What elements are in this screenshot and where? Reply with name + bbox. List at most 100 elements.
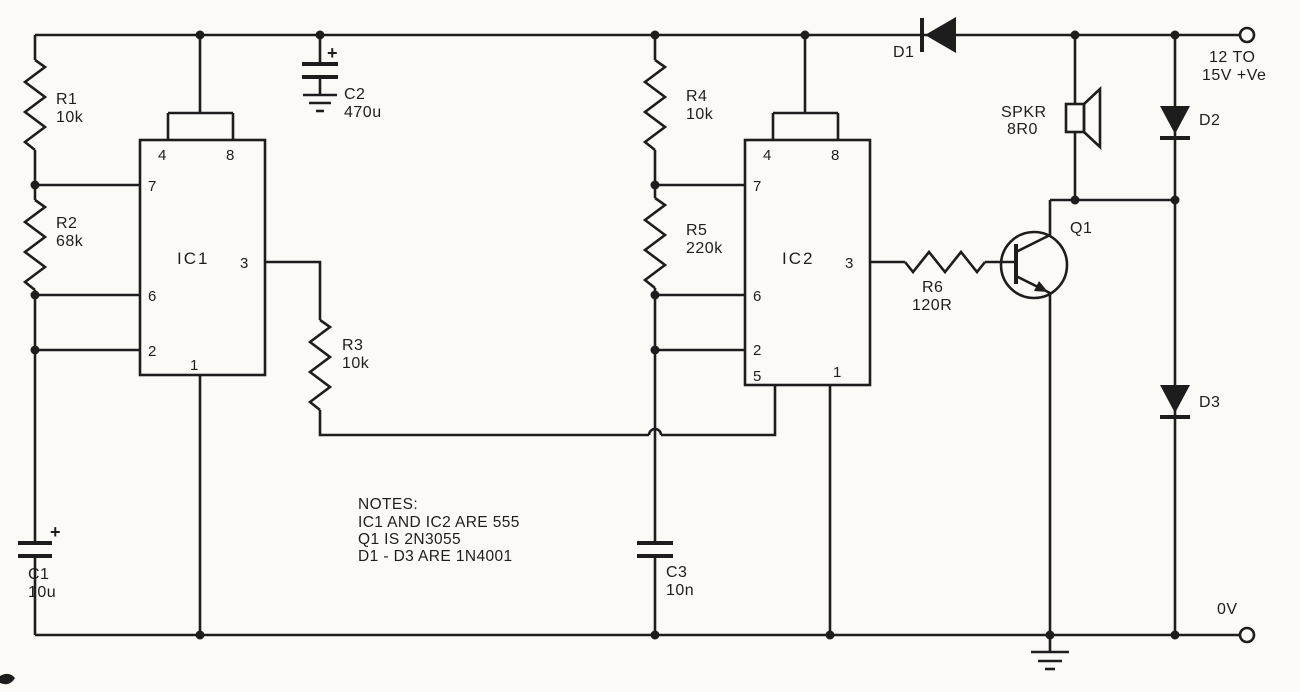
speaker-value-label: 8R0 [1007,121,1038,138]
junction-dot [650,630,660,640]
c1-polarity-mark: + [50,522,61,542]
d1-ref-label: D1 [893,44,914,61]
ic1-body [138,138,267,377]
left-branch: + C1 10u R1 10k R2 68k [18,35,84,635]
supply-voltage-label-line2: 15V +Ve [1202,67,1266,84]
ic2-pin4-label: 4 [763,147,771,164]
speaker-driver-box [1064,102,1086,134]
ic1-top-bracket [166,35,235,140]
ic2-pin3-label: 3 [845,255,853,272]
ic2-top-bracket [771,35,840,140]
junction-dot [650,30,660,40]
ic1-pin6-label: 6 [148,288,156,305]
junction-dots [30,30,1180,640]
r2-ref-label: R2 [56,215,77,232]
junction-dot [30,345,40,355]
ic1-pin8-label: 8 [226,147,234,164]
d1-anode-triangle [925,17,956,53]
r3-coupling-branch: R3 10k [307,318,777,437]
junction-dot [1070,195,1080,205]
d3-anode-triangle [1160,385,1190,413]
ic1-pin3-wire [265,260,322,320]
r4-ref-label: R4 [686,88,707,105]
diode-d1-symbol: D1 [893,17,956,61]
q1-emitter-arrow [1034,281,1048,292]
ic2-pin5-label: 5 [753,368,761,385]
r6-ref-label: R6 [922,279,943,296]
c1-ref-label: C1 [28,566,49,583]
capacitor-c2-branch: + C2 470u [302,35,381,121]
c1-value-label: 10u [28,584,56,601]
ic1-555: IC1 4 8 7 6 2 3 1 [35,35,322,635]
d2-anode-triangle [1160,106,1190,134]
power-rails [35,33,1240,637]
junction-dot [1045,630,1055,640]
resistor-r5-symbol [642,196,668,290]
q1-collector [1015,200,1052,254]
zero-volt-label: 0V [1217,601,1238,618]
speaker-branch: SPKR 8R0 [1001,35,1102,200]
speaker-ref-label: SPKR [1001,104,1047,121]
middle-branch: R4 10k R5 220k C3 10n [637,35,723,635]
transistor-q1-symbol [999,200,1069,635]
junction-dot [195,30,205,40]
ic2-pin2-label: 2 [753,342,761,359]
junction-dot [650,290,660,300]
r1-ref-label: R1 [56,91,77,108]
ic2-555: IC2 4 8 7 6 2 5 3 1 [655,35,905,635]
notes-line-3: D1 - D3 ARE 1N4001 [358,548,513,565]
r3-ref-label: R3 [342,337,363,354]
negative-terminal [1238,626,1256,644]
resistor-r2-symbol [22,198,48,292]
right-diode-branch: D2 D3 [1160,35,1220,635]
positive-terminal [1238,26,1256,44]
diode-d2-symbol [1160,106,1190,140]
r3-value-label: 10k [342,355,370,372]
junction-dot [195,630,205,640]
c3-ref-label: C3 [666,564,687,581]
ic1-pin4-label: 4 [158,147,166,164]
ic1-pin2-label: 2 [148,343,156,360]
c2-ref-label: C2 [344,86,365,103]
d3-ref-label: D3 [1199,394,1220,411]
diode-d3-symbol [1160,385,1190,419]
resistor-r4-symbol [642,58,668,152]
q1-envelope [999,230,1069,300]
junction-dot [315,30,325,40]
r5-value-label: 220k [686,240,723,257]
c2-ground-symbol [303,93,337,113]
junction-dot [650,345,660,355]
ic1-pin1-label: 1 [190,357,198,374]
speaker-cone [1082,85,1102,151]
resistor-r6-symbol [903,249,987,275]
supply-voltage-label-line1: 12 TO [1209,49,1255,66]
notes-heading: NOTES: [358,496,418,513]
junction-dot [825,630,835,640]
c3-value-label: 10n [666,582,694,599]
ic2-pin6-label: 6 [753,288,761,305]
ic1-pin7-label: 7 [148,178,156,195]
c2-polarity-mark: + [327,43,338,63]
output-driver: R6 120R Q1 [903,198,1175,671]
scan-artifact [0,673,15,685]
ic2-label: IC2 [782,249,814,268]
junction-dot [650,180,660,190]
ic1-pin3-label: 3 [240,255,248,272]
d2-ref-label: D2 [1199,112,1220,129]
emitter-ground-symbol [1031,635,1069,671]
r1-value-label: 10k [56,109,84,126]
resistor-r3-symbol [307,318,333,412]
notes-line-2: Q1 IS 2N3055 [358,531,461,548]
r2-value-label: 68k [56,233,84,250]
ic2-pin1-label: 1 [833,364,841,381]
junction-dot [1170,630,1180,640]
ic1-label: IC1 [177,249,209,268]
r4-value-label: 10k [686,106,714,123]
capacitor-c1-symbol [18,541,52,558]
r5-ref-label: R5 [686,222,707,239]
junction-dot [30,290,40,300]
junction-dot [30,180,40,190]
q1-emitter [1015,274,1052,635]
